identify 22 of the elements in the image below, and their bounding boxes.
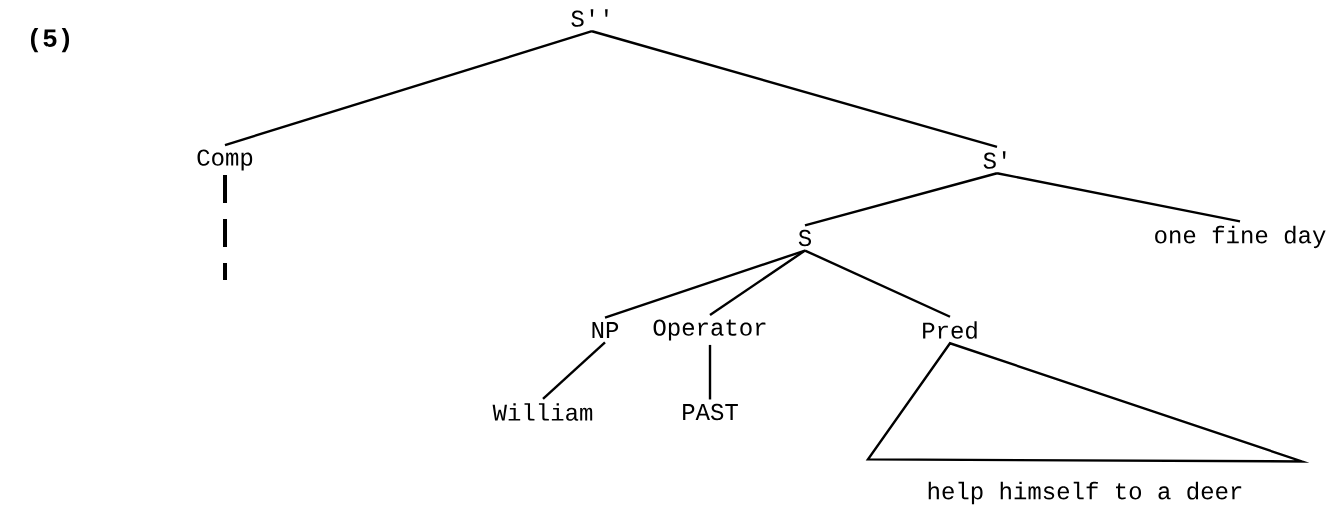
tree-label: NP <box>592 322 619 338</box>
branch-line <box>804 249 951 318</box>
branch-line <box>604 249 806 319</box>
tree-label: Operator <box>653 319 766 341</box>
tree-label: S' <box>983 151 1006 169</box>
branch-line <box>708 344 712 400</box>
tree-label: William <box>492 403 593 421</box>
branch-line <box>996 172 1241 223</box>
tree-label: PAST <box>683 403 738 421</box>
branch-line <box>542 341 606 400</box>
branch-line <box>223 174 227 280</box>
tree-label: Pred <box>923 321 977 339</box>
branch-line <box>709 249 806 317</box>
branch-line <box>224 30 593 147</box>
tree-label: one fine day <box>1155 225 1326 249</box>
branch-line <box>591 30 998 148</box>
example-number: (5) <box>30 27 70 53</box>
tree-label: help himself to a deer <box>928 481 1242 505</box>
tree-label: S <box>798 229 811 247</box>
tree-label: S'' <box>571 9 608 27</box>
tree-label: Comp <box>197 149 253 171</box>
branch-line <box>804 172 998 227</box>
